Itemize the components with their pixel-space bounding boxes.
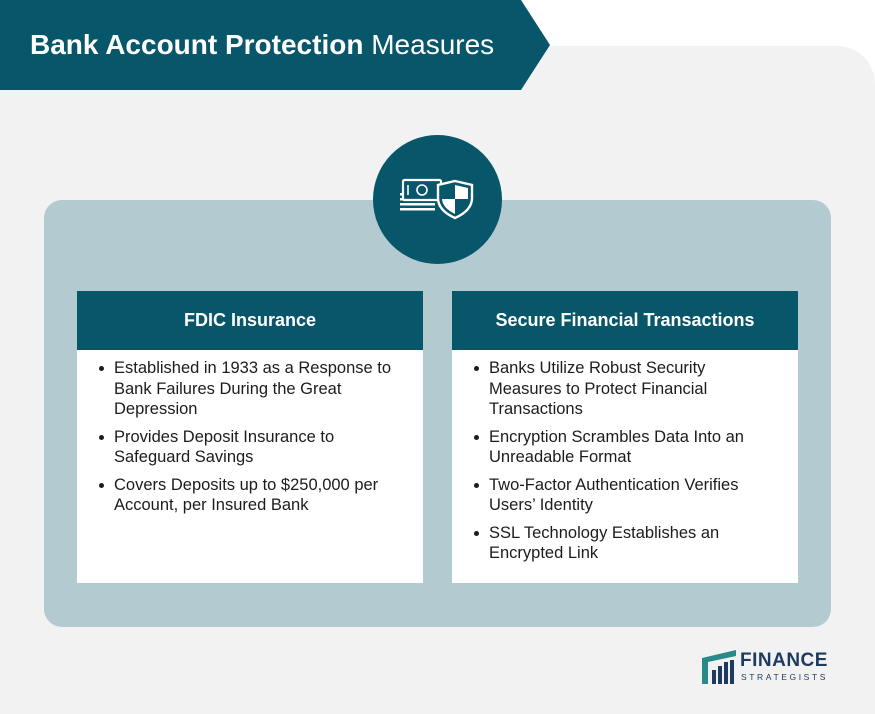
card-list: Established in 1933 as a Response to Ban… <box>77 350 423 516</box>
list-item-text: SSL Technology Establishes an Encrypted … <box>489 523 720 563</box>
finance-strategists-logo: FINANCE STRATEGISTS <box>700 648 840 688</box>
title-banner-shape <box>0 0 550 90</box>
list-item: Banks Utilize Robust Security Measures t… <box>474 358 782 420</box>
card-list: Banks Utilize Robust Security Measures t… <box>452 350 798 564</box>
page-title: Bank Account Protection Measures <box>30 0 494 90</box>
bullet-icon <box>474 530 479 536</box>
logo-mark-icon <box>702 650 736 684</box>
list-item-text: Established in 1933 as a Response to Ban… <box>114 359 392 418</box>
list-item-text: Encryption Scrambles Data Into an Unread… <box>489 427 744 467</box>
card-heading: FDIC Insurance <box>77 291 423 350</box>
cash-shield-icon <box>373 135 502 264</box>
logo-name: FINANCE <box>740 650 828 671</box>
list-item-text: Two-Factor Authentication Verifies Users… <box>489 475 739 515</box>
logo-subtitle: STRATEGISTS <box>741 672 829 682</box>
list-item-text: Banks Utilize Robust Security Measures t… <box>489 359 708 418</box>
bullet-icon <box>99 366 104 371</box>
list-item: Covers Deposits up to $250,000 per Accou… <box>99 475 407 516</box>
card-secure-transactions: Secure Financial Transactions Banks Util… <box>452 291 798 583</box>
list-item: Provides Deposit Insurance to Safeguard … <box>99 427 407 468</box>
page-title-light: Measures <box>371 29 495 60</box>
bullet-icon <box>474 366 479 371</box>
list-item: Encryption Scrambles Data Into an Unread… <box>474 427 782 468</box>
bullet-icon <box>474 482 479 488</box>
bullet-icon <box>474 434 479 440</box>
bullet-icon <box>99 434 104 440</box>
list-item: Established in 1933 as a Response to Ban… <box>99 358 407 420</box>
list-item: Two-Factor Authentication Verifies Users… <box>474 475 782 516</box>
page-title-bold: Bank Account Protection <box>30 29 364 60</box>
card-fdic-insurance: FDIC Insurance Established in 1933 as a … <box>77 291 423 583</box>
title-banner: Bank Account Protection Measures <box>0 0 550 90</box>
card-heading: Secure Financial Transactions <box>452 291 798 350</box>
list-item-text: Covers Deposits up to $250,000 per Accou… <box>114 475 379 515</box>
list-item-text: Provides Deposit Insurance to Safeguard … <box>114 427 335 467</box>
bullet-icon <box>99 482 104 488</box>
list-item: SSL Technology Establishes an Encrypted … <box>474 523 782 564</box>
